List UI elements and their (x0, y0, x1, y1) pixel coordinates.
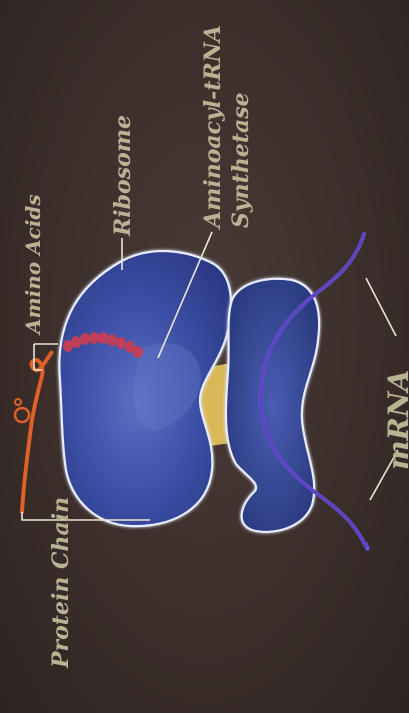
protein-chain-loop (15, 408, 29, 422)
protein-chain-loop-small (15, 399, 21, 405)
amino-acid-bead (80, 333, 90, 345)
amino-acid-bead (98, 332, 108, 344)
amino-acid-bead (116, 337, 126, 349)
label-mrna: mRNA (382, 370, 409, 470)
protein-chain-strand (22, 352, 52, 512)
amino-acids-leader (34, 344, 58, 370)
label-synthetase-line2: Synthetase (228, 92, 254, 228)
label-synthetase-line1: Aminoacyl-tRNA (200, 25, 226, 230)
amino-acid-bead (89, 332, 99, 344)
mrna-leader-top (366, 278, 396, 336)
label-protein-chain: Protein Chain (48, 497, 74, 669)
amino-acid-bead (133, 346, 143, 358)
amino-acid-bead (71, 336, 81, 348)
label-amino-acids: Amino Acids (21, 194, 45, 336)
amino-acid-bead (107, 334, 117, 346)
ribosome-small-subunit (226, 279, 319, 532)
label-ribosome: Ribosome (110, 115, 136, 237)
